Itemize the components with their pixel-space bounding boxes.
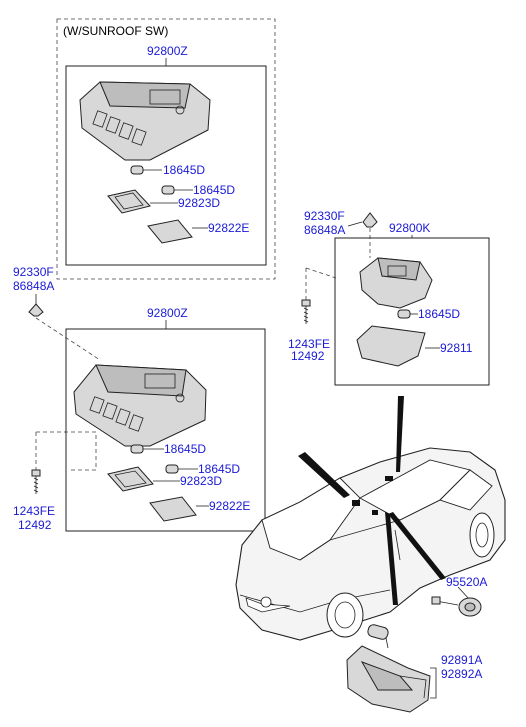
right-screw-label-b[interactable]: 12492 [291,349,325,363]
sunroof-header-label: (W/SUNROOF SW) [63,24,168,38]
middle-overhead-console-part [73,364,207,447]
middle-lens-1-part [107,466,154,492]
left-clip-label-b[interactable]: 86848A [13,279,54,293]
top-lens-2-part [147,219,193,244]
top-bulb-1-part [130,165,144,175]
trunk-lamp-label-a[interactable]: 92891A [441,653,482,667]
top-overhead-console-part [79,81,211,161]
left-screw-label-a[interactable]: 1243FE [13,504,55,518]
sunroof-group-frame [56,18,276,280]
sensor-label[interactable]: 95520A [446,575,487,589]
left-screw-part [31,469,41,494]
left-clip-label-a[interactable]: 92330F [13,265,54,279]
middle-lens-2-part [149,496,197,522]
right-console-label[interactable]: 92800K [389,221,430,235]
trunk-lamp-part [346,645,431,713]
right-clip-label-a[interactable]: 92330F [304,209,345,223]
trunk-lamp-bulb-part [367,624,389,640]
left-clip-part [28,303,44,317]
top-lens-1-label[interactable]: 92823D [178,196,220,210]
right-lens-label[interactable]: 92811 [440,341,473,355]
top-console-label[interactable]: 92800Z [147,44,188,58]
right-bulb-part [397,309,411,319]
right-clip-label-b[interactable]: 86848A [304,223,345,237]
sensor-part [431,596,482,617]
top-bulb-2-label[interactable]: 18645D [193,183,235,197]
middle-lens-1-label[interactable]: 92823D [180,474,222,488]
right-screw-label-a[interactable]: 1243FE [288,337,330,351]
top-lens-2-label[interactable]: 92822E [208,221,249,235]
right-screw-part [301,299,311,324]
top-bulb-2-part [161,185,175,195]
car-illustration [235,447,506,641]
middle-bulb-1-part [130,444,144,454]
right-lens-part [356,325,426,367]
middle-bulb-2-part [165,464,179,474]
middle-lens-2-label[interactable]: 92822E [209,499,250,513]
right-bulb-label[interactable]: 18645D [418,307,460,321]
trunk-lamp-label-b[interactable]: 92892A [441,667,482,681]
top-lens-1-part [107,189,151,214]
right-group-box [334,237,490,386]
middle-group-box [65,328,266,532]
top-bulb-1-label[interactable]: 18645D [163,163,205,177]
middle-console-label[interactable]: 92800Z [147,306,188,320]
right-clip-part [362,212,378,228]
middle-bulb-1-label[interactable]: 18645D [164,442,206,456]
middle-bulb-2-label[interactable]: 18645D [198,462,240,476]
left-screw-label-b[interactable]: 12492 [18,518,52,532]
right-overhead-console-part [359,257,433,309]
